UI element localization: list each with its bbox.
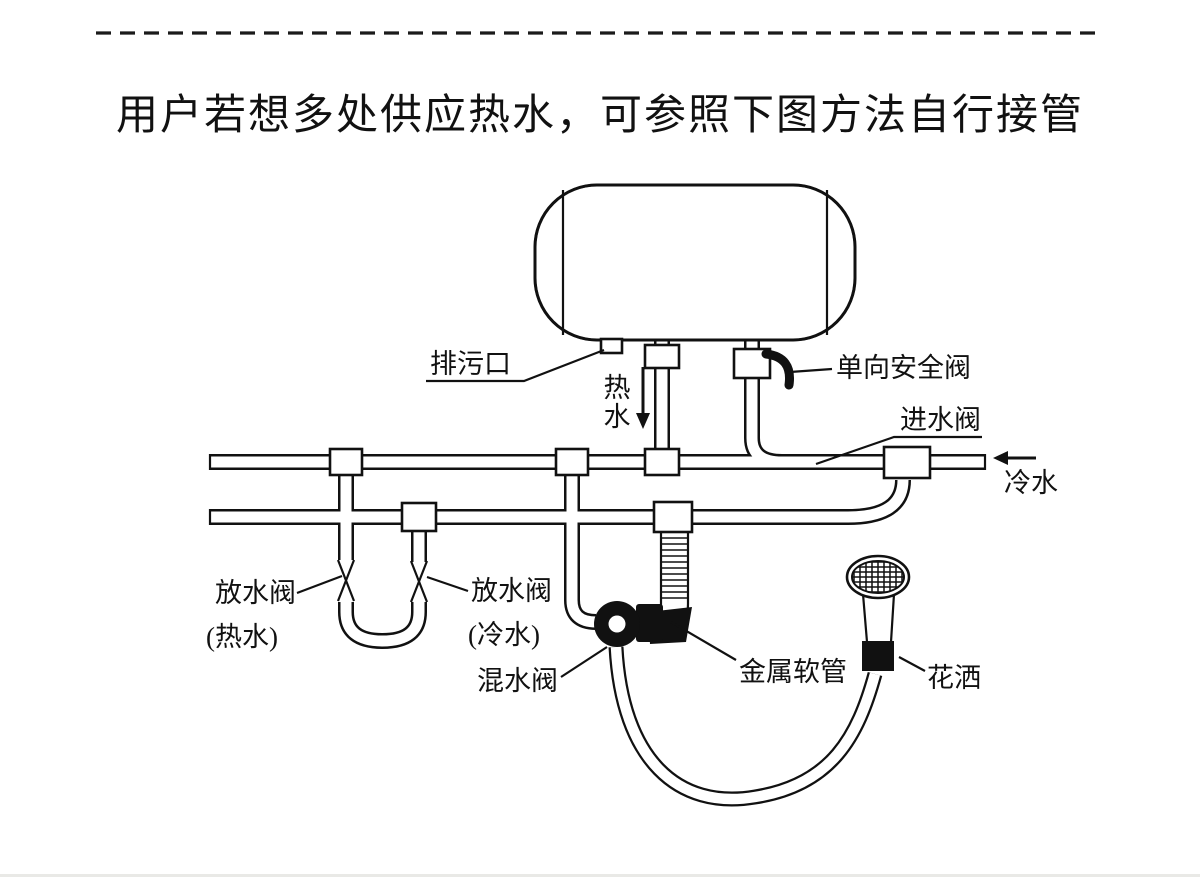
hot-outlet-nut	[643, 343, 681, 370]
drain-valve-hot-symbol	[336, 559, 356, 602]
label-drain-valve-hot-sub: (热水)	[206, 622, 278, 652]
mixing-valve-knob-center	[608, 615, 626, 633]
leader-drain-valve-hot	[296, 574, 343, 595]
leader-lines	[296, 348, 982, 678]
tee-cold-left	[400, 501, 438, 533]
water-heater-tank	[533, 183, 857, 342]
label-drain-outlet: 排污口	[430, 349, 511, 379]
label-drain-valve-hot: 放水阀	[215, 578, 296, 608]
tank-outline-overlay	[533, 183, 857, 342]
shower-face-grid	[852, 561, 904, 593]
pipe-u-bend-inner	[340, 602, 425, 647]
metal-hose-ribs	[661, 537, 688, 599]
mixing-valve	[594, 601, 663, 647]
shower-grid-lines	[852, 561, 904, 593]
label-metal-hose: 金属软管	[739, 657, 847, 687]
left-arrow-head	[993, 451, 1008, 465]
leader-metal-hose	[670, 621, 737, 661]
drain-valve-symbols	[336, 559, 429, 603]
tee-hot-mixer	[554, 447, 590, 477]
arrows	[636, 367, 1036, 465]
leader-safety-valve	[789, 367, 833, 374]
shower-grip-band	[862, 641, 894, 671]
shower-hose	[608, 646, 883, 807]
hot-water-down-arrow-icon	[636, 367, 650, 429]
tank-body	[533, 183, 857, 342]
drain-outlet-stub	[599, 337, 624, 355]
leader-drain-valve-cold	[426, 575, 469, 593]
label-drain-valve-cold: 放水阀	[471, 576, 552, 606]
label-mixing-valve: 混水阀	[477, 666, 558, 696]
tee-hot-outlet	[643, 447, 681, 477]
cold-water-left-arrow-icon	[993, 451, 1036, 465]
shower-handle-sides	[861, 593, 896, 643]
leader-inlet-valve	[815, 435, 982, 466]
shower-hose-inner	[610, 646, 881, 805]
down-arrow-head	[636, 413, 650, 429]
fittings	[328, 337, 932, 534]
mixing-valve-block	[636, 604, 663, 642]
drain-valve-cold-symbol	[409, 560, 429, 603]
tank-end-seams	[561, 190, 829, 335]
label-drain-valve-cold-sub: (冷水)	[468, 620, 540, 650]
pipe-end-caps	[208, 454, 987, 525]
pipe-mixer-drop-inner	[566, 474, 597, 628]
label-inlet-valve: 进水阀	[900, 405, 981, 435]
inlet-valve-fitting	[882, 445, 932, 480]
pipe-cold-horizontal-inner	[210, 479, 909, 523]
leader-drain-outlet	[426, 348, 605, 383]
shower-head	[845, 554, 911, 671]
tee-hot-left	[328, 447, 364, 477]
labels: 排污口 热 水 单向安全阀 进水阀 冷水 放水阀 (热水) 放水阀 (冷水) 混…	[206, 349, 1058, 696]
page-title: 用户若想多处供应热水，可参照下图方法自行接管	[116, 92, 1084, 139]
safety-valve-lever	[761, 349, 795, 390]
leader-shower	[898, 656, 926, 672]
label-safety-valve: 单向安全阀	[836, 353, 971, 383]
label-shower: 花洒	[927, 663, 981, 693]
label-cold-water: 冷水	[1004, 468, 1058, 498]
pipe-safety-valve-drop-inner	[746, 341, 783, 468]
leader-mixing-valve	[560, 646, 608, 678]
pipe-cold-horizontal	[210, 479, 911, 525]
tee-cold-hose	[652, 500, 694, 534]
label-hot-water-char1: 热	[604, 373, 631, 403]
label-hot-water-char2: 水	[604, 402, 631, 432]
